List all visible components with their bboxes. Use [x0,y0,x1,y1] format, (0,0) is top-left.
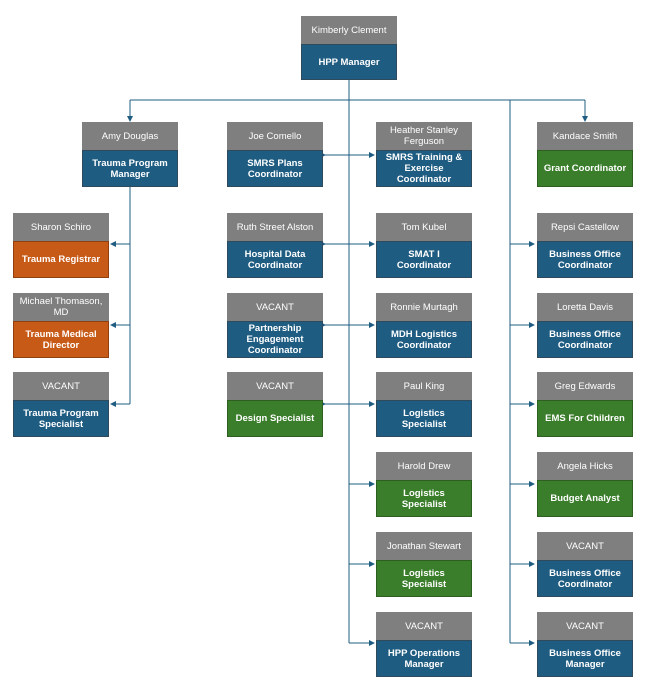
node-name: VACANT [227,293,323,321]
node-kandace-smith: Kandace Smith Grant Coordinator [537,122,633,187]
node-ruth-street-alston: Ruth Street Alston Hospital Data Coordin… [227,213,323,278]
node-name: Kimberly Clement [301,16,397,44]
node-greg-edwards: Greg Edwards EMS For Children [537,372,633,437]
node-title: Trauma Program Specialist [13,400,109,437]
node-joe-comello: Joe Comello SMRS Plans Coordinator [227,122,323,187]
node-title: Business Office Coordinator [537,321,633,358]
node-sharon-schiro: Sharon Schiro Trauma Registrar [13,213,109,278]
node-name: Tom Kubel [376,213,472,241]
node-name: Loretta Davis [537,293,633,321]
node-vacant-trauma-specialist: VACANT Trauma Program Specialist [13,372,109,437]
node-loretta-davis: Loretta Davis Business Office Coordinato… [537,293,633,358]
node-vacant-business-coordinator: VACANT Business Office Coordinator [537,532,633,597]
node-title: Logistics Specialist [376,480,472,517]
node-title: Trauma Registrar [13,241,109,278]
node-michael-thomason: Michael Thomason, MD Trauma Medical Dire… [13,293,109,358]
node-title: SMAT I Coordinator [376,241,472,278]
node-name: VACANT [227,372,323,400]
node-title: HPP Manager [301,44,397,80]
node-title: Logistics Specialist [376,560,472,597]
node-vacant-business-manager: VACANT Business Office Manager [537,612,633,677]
node-tom-kubel: Tom Kubel SMAT I Coordinator [376,213,472,278]
node-vacant-hpp-operations: VACANT HPP Operations Manager [376,612,472,677]
node-title: Trauma Program Manager [82,150,178,187]
node-title: Trauma Medical Director [13,321,109,358]
node-title: Business Office Coordinator [537,241,633,278]
node-name: Kandace Smith [537,122,633,150]
node-name: Joe Comello [227,122,323,150]
node-title: SMRS Plans Coordinator [227,150,323,187]
node-title: Partnership Engagement Coordinator [227,321,323,358]
node-name: VACANT [13,372,109,400]
node-title: Business Office Manager [537,640,633,677]
node-name: Amy Douglas [82,122,178,150]
node-name: VACANT [376,612,472,640]
node-title: Design Specialist [227,400,323,437]
node-kimberly-clement: Kimberly Clement HPP Manager [301,16,397,80]
node-angela-hicks: Angela Hicks Budget Analyst [537,452,633,517]
node-repsi-castellow: Repsi Castellow Business Office Coordina… [537,213,633,278]
node-name: Ruth Street Alston [227,213,323,241]
node-harold-drew: Harold Drew Logistics Specialist [376,452,472,517]
node-name: Paul King [376,372,472,400]
node-name: VACANT [537,532,633,560]
node-vacant-design: VACANT Design Specialist [227,372,323,437]
node-title: Logistics Specialist [376,400,472,437]
node-heather-stanley-ferguson: Heather Stanley Ferguson SMRS Training &… [376,122,472,187]
node-title: EMS For Children [537,400,633,437]
node-title: Business Office Coordinator [537,560,633,597]
node-name: Repsi Castellow [537,213,633,241]
node-title: MDH Logistics Coordinator [376,321,472,358]
node-jonathan-stewart: Jonathan Stewart Logistics Specialist [376,532,472,597]
node-title: Grant Coordinator [537,150,633,187]
node-title: Hospital Data Coordinator [227,241,323,278]
node-amy-douglas: Amy Douglas Trauma Program Manager [82,122,178,187]
node-name: Sharon Schiro [13,213,109,241]
node-name: Heather Stanley Ferguson [376,122,472,150]
node-title: SMRS Training & Exercise Coordinator [376,150,472,187]
node-ronnie-murtagh: Ronnie Murtagh MDH Logistics Coordinator [376,293,472,358]
node-vacant-partnership: VACANT Partnership Engagement Coordinato… [227,293,323,358]
node-name: VACANT [537,612,633,640]
node-name: Angela Hicks [537,452,633,480]
node-name: Harold Drew [376,452,472,480]
node-name: Michael Thomason, MD [13,293,109,321]
node-paul-king: Paul King Logistics Specialist [376,372,472,437]
node-name: Jonathan Stewart [376,532,472,560]
node-name: Greg Edwards [537,372,633,400]
node-title: Budget Analyst [537,480,633,517]
node-title: HPP Operations Manager [376,640,472,677]
node-name: Ronnie Murtagh [376,293,472,321]
